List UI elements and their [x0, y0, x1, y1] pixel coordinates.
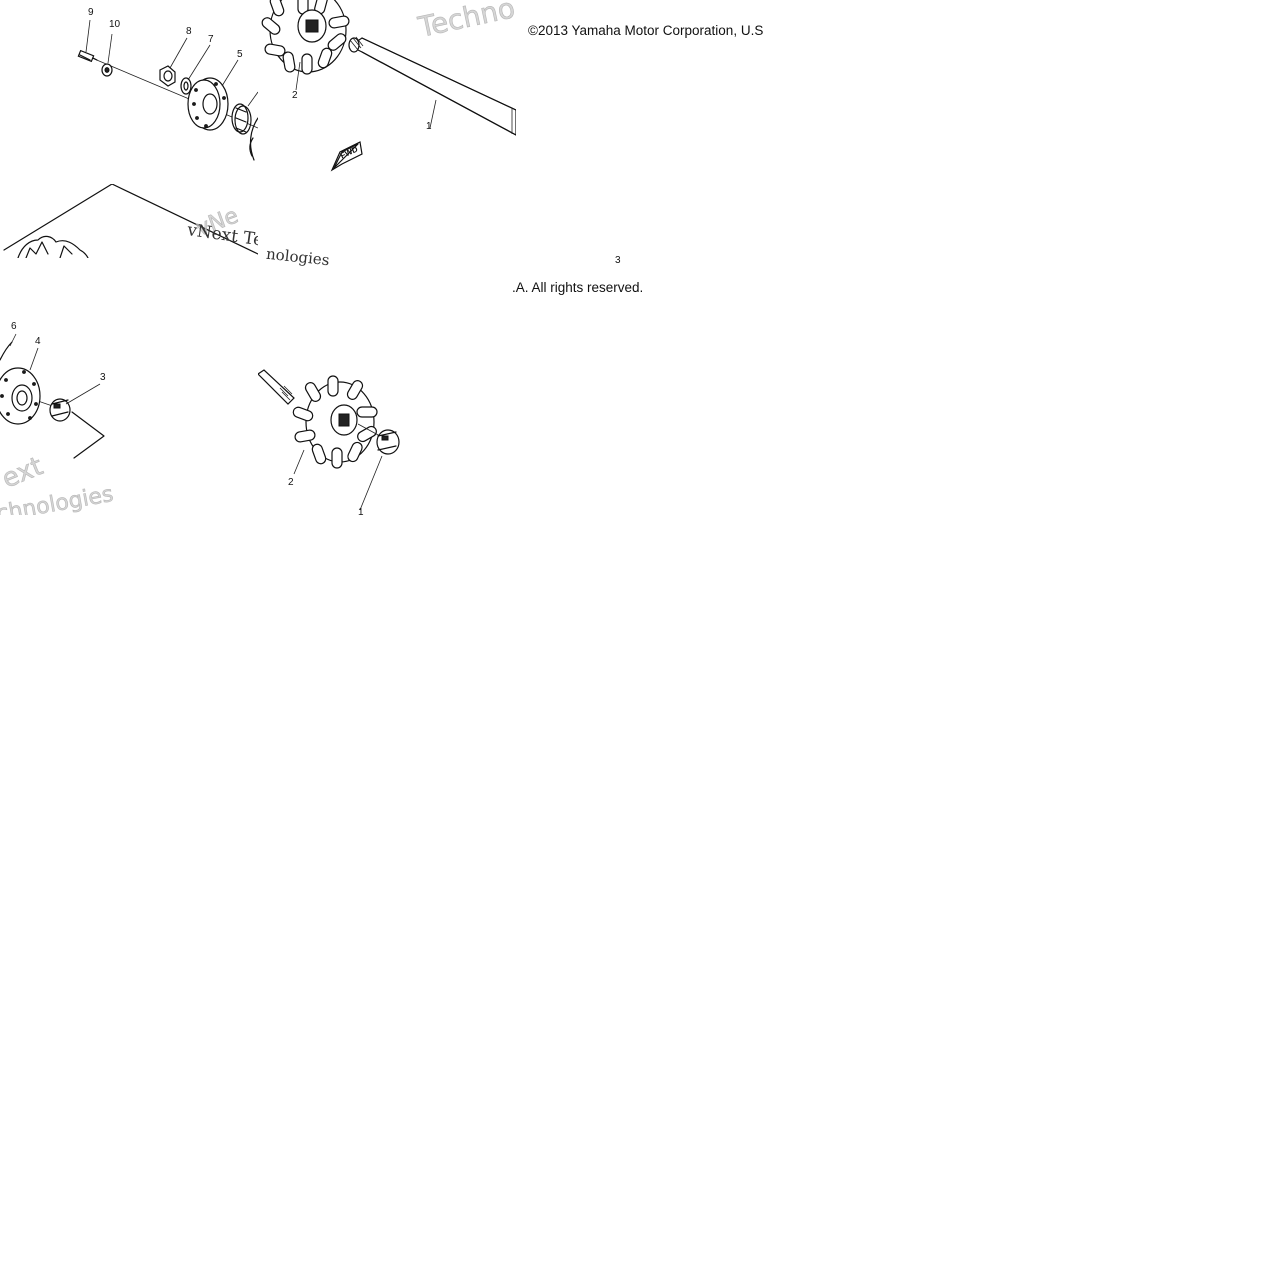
drive-sprocket-part-2	[261, 0, 350, 75]
callout-8: 8	[186, 26, 192, 37]
callout-3-left: 3	[100, 372, 106, 383]
callout-2-lower: 2	[288, 477, 294, 488]
callout-1-lower: 1	[358, 507, 364, 516]
diagram-tile-sprocket-assembly: 2 1	[258, 300, 516, 515]
drive-shaft-drawing	[261, 0, 516, 172]
watermark-nologies: nologies	[265, 244, 331, 270]
sprocket-part-2	[292, 375, 378, 469]
callout-9: 9	[88, 7, 94, 18]
callout-10: 10	[109, 19, 121, 30]
copyright-text-line-1: ©2013 Yamaha Motor Corporation, U.S	[528, 23, 764, 38]
hub-assembly-drawing	[77, 19, 258, 161]
bearing-part	[231, 103, 252, 135]
washer-part-7	[180, 77, 192, 95]
shaft-stub	[258, 369, 295, 405]
sprocket-edge	[249, 117, 258, 161]
callout-2-upper: 2	[292, 90, 298, 101]
diagram-tile-bracket: vNe vNext Tec	[0, 184, 258, 258]
callout-4: 4	[35, 336, 41, 347]
flange-assembly-drawing	[0, 333, 105, 459]
clip-part-1	[357, 423, 400, 455]
callout-6: 6	[11, 321, 17, 332]
drive-shaft-part-1	[348, 36, 516, 136]
nut-part-8	[159, 65, 176, 87]
ring-part-6	[0, 341, 13, 361]
callout-3-center: 3	[615, 255, 621, 266]
diagram-tile-drive-shaft: 2 1 FWD Techno	[258, 0, 516, 258]
washer-part-10	[101, 63, 113, 77]
sprocket-assembly-drawing	[258, 369, 400, 511]
clip-part-3	[49, 398, 71, 422]
axis-line	[91, 57, 258, 129]
callout-1-upper: 1	[426, 121, 432, 132]
forward-arrow-icon	[330, 141, 363, 172]
bracket-drawing	[3, 184, 258, 258]
callout-5: 5	[237, 49, 243, 60]
callout-7: 7	[208, 34, 214, 45]
copyright-text-line-2: .A. All rights reserved.	[512, 280, 644, 295]
flange-part-4	[0, 367, 41, 425]
hub-flange-part-5	[187, 77, 229, 131]
bolt-part-9	[77, 49, 98, 63]
diagram-tile-flange-assembly: 6 4 3 ext chnologies	[0, 300, 258, 515]
